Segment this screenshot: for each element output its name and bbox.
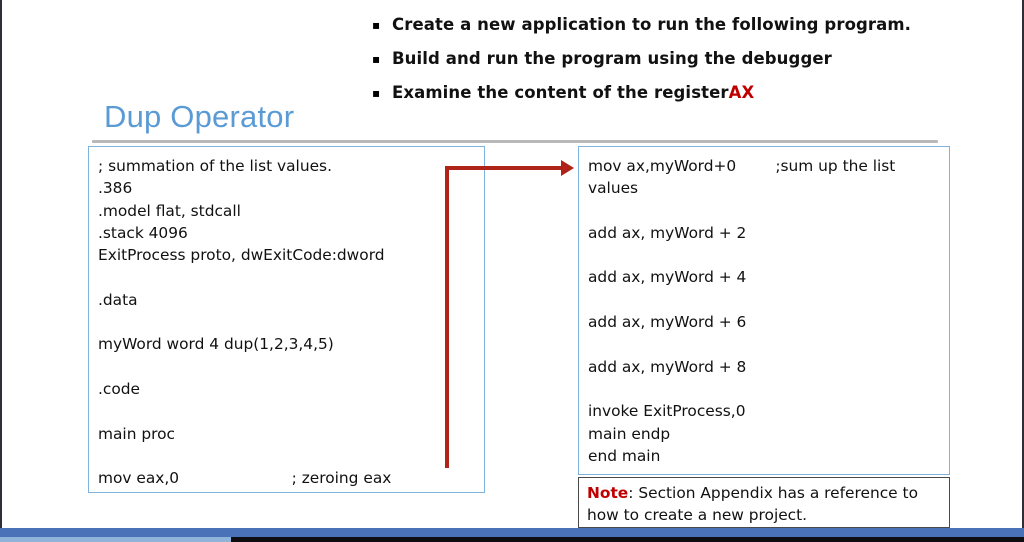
code-line [588, 200, 941, 222]
bullet-item-1: ▪ Create a new application to run the fo… [372, 14, 972, 36]
code-line: .stack 4096 [98, 223, 188, 242]
code-block-right-content: mov ax,myWord+0 ;sum up the list values a… [579, 147, 949, 467]
bullet-dot-icon: ▪ [372, 18, 381, 32]
code-line [588, 378, 941, 400]
flow-arrow-horizontal-segment [445, 166, 565, 170]
bullet-item-2: ▪ Build and run the program using the de… [372, 48, 972, 70]
bullet-item-2-text: Build and run the program using the debu… [392, 49, 832, 68]
flow-arrow-vertical-segment [445, 166, 449, 468]
code-block-right: mov ax,myWord+0 ;sum up the list values a… [578, 146, 950, 475]
code-line: .data [98, 290, 138, 309]
note-text: : Section Appendix has a reference to ho… [587, 484, 918, 525]
code-line: ; summation of the list values. [98, 157, 332, 175]
slide-frame-right-edge [1022, 0, 1024, 530]
code-block-left-content: ; summation of the list values. .386 .mode… [89, 147, 484, 489]
bullet-item-1-text: Create a new application to run the foll… [392, 15, 912, 34]
code-line: add ax, myWord + 2 [588, 223, 747, 242]
title-divider-rule [92, 140, 938, 143]
page-title: Dup Operator [104, 99, 295, 134]
code-line [98, 311, 476, 333]
code-line [588, 333, 941, 355]
code-line [98, 266, 476, 288]
code-line: mov eax,0 ; zeroing eax [98, 469, 392, 488]
code-line: myWord word 4 dup(1,2,3,4,5) [98, 335, 334, 354]
register-ax-highlight: AX [728, 83, 755, 102]
footer-bar [0, 528, 1024, 537]
code-line: invoke ExitProcess,0 [588, 402, 746, 421]
code-line: ExitProcess proto, dwExitCode:dword [98, 246, 385, 265]
code-line: add ax, myWord + 8 [588, 357, 747, 376]
code-line [98, 445, 476, 467]
bullet-item-3: ▪ Examine the content of the register AX [372, 82, 972, 104]
flow-arrow-head-icon [561, 160, 574, 176]
code-line: .386 [98, 179, 133, 198]
code-line [588, 289, 941, 311]
code-line [98, 356, 476, 378]
slide-frame-left-edge [0, 0, 2, 530]
instruction-bullet-list: ▪ Create a new application to run the fo… [372, 14, 972, 116]
bullet-dot-icon: ▪ [372, 86, 381, 100]
code-line: main proc [98, 424, 175, 443]
footer-accent-bar [0, 537, 231, 542]
bullet-dot-icon: ▪ [372, 52, 381, 66]
footer-dark-bar [231, 537, 1024, 542]
code-line: .code [98, 379, 141, 398]
code-line: .model flat, stdcall [98, 201, 241, 220]
code-line: mov ax,myWord+0 ;sum up the list values [588, 157, 901, 198]
code-line [98, 400, 476, 422]
code-line: main endp [588, 424, 671, 443]
code-line [588, 244, 941, 266]
code-line: add ax, myWord + 6 [588, 313, 747, 332]
code-block-left: ; summation of the list values. .386 .mode… [88, 146, 485, 493]
note-label: Note [587, 484, 629, 502]
code-line: end main [588, 446, 661, 465]
code-line: add ax, myWord + 4 [588, 268, 747, 287]
note-callout: Note: Section Appendix has a reference t… [578, 477, 950, 528]
bullet-item-3-text: Examine the content of the register [392, 83, 729, 102]
